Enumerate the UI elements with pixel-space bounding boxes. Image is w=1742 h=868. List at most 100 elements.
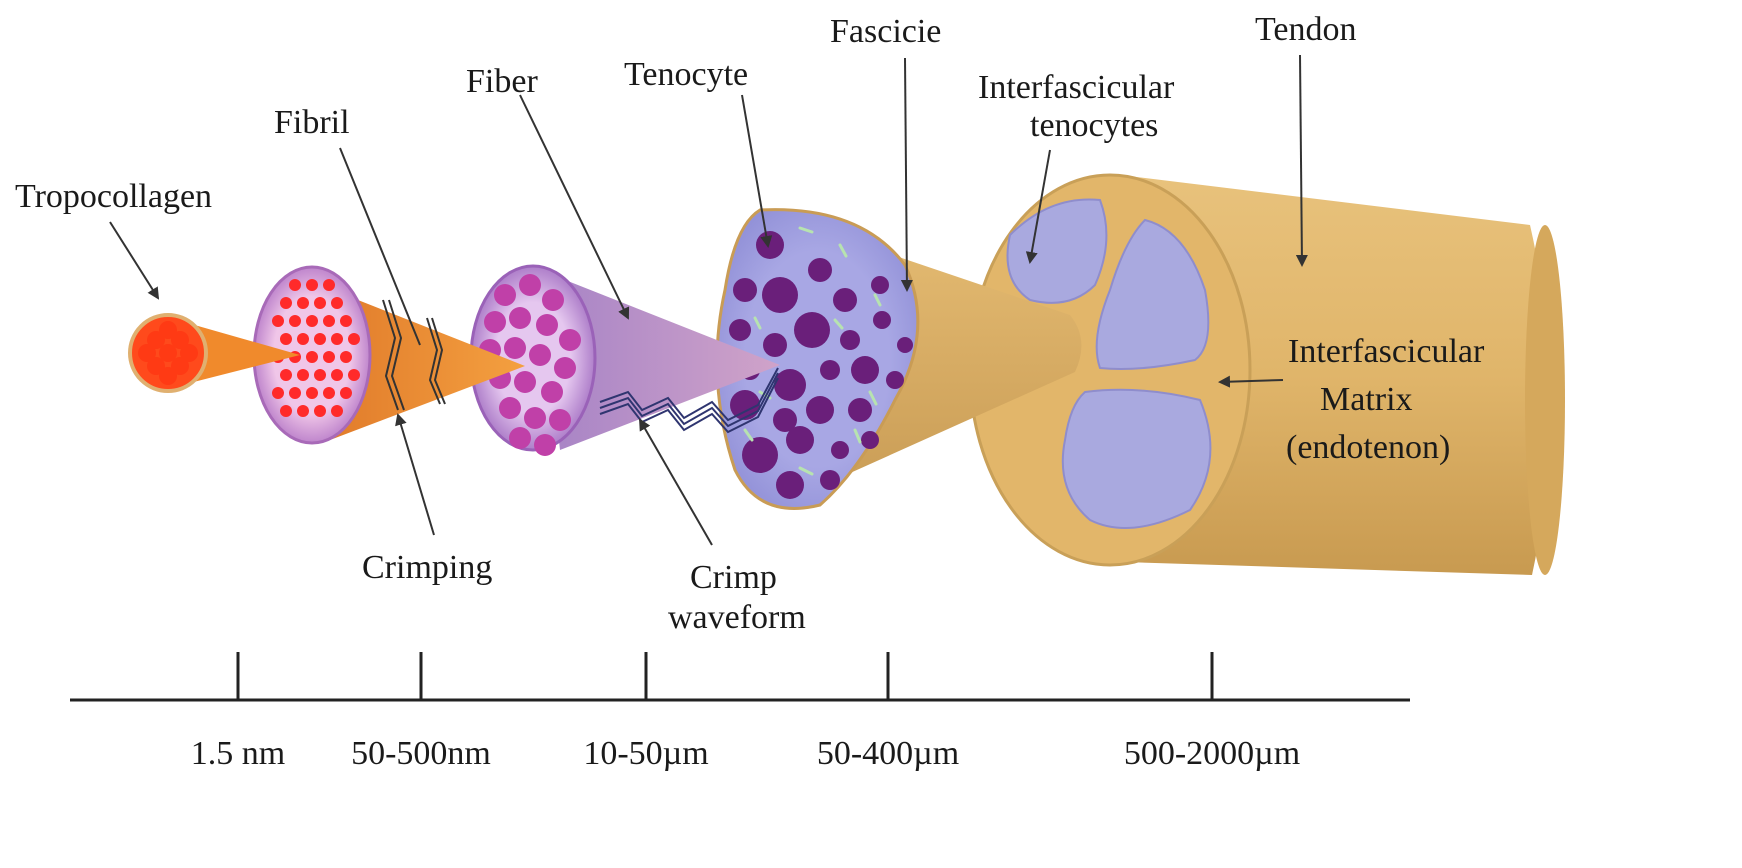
tropocollagen-dot — [159, 321, 177, 339]
fibril-dot — [331, 369, 343, 381]
tropocollagen-dot — [159, 344, 177, 362]
fascicle-dot — [831, 441, 849, 459]
tenocyte-dash — [868, 390, 878, 406]
fiber-dot — [559, 329, 581, 351]
arrow-fiber — [519, 94, 630, 320]
fibril-dot — [297, 369, 309, 381]
scale-label-1: 1.5 nm — [191, 735, 285, 772]
fibril-dot — [272, 315, 284, 327]
fascicle-dot — [897, 337, 913, 353]
fiber-dot — [541, 381, 563, 403]
tropocollagen-dot — [171, 331, 189, 349]
fascicle-dot — [729, 319, 751, 341]
fascicle-dot — [808, 258, 832, 282]
label-matrix-line3: (endotenon) — [1286, 429, 1450, 466]
tendon-fascicle-right — [1095, 218, 1210, 370]
fibril-dot — [280, 297, 292, 309]
label-fiber: Fiber — [466, 63, 538, 100]
label-crimping: Crimping — [362, 549, 492, 586]
fiber-dot — [484, 311, 506, 333]
fibril-dot — [314, 297, 326, 309]
fibril-dot — [297, 297, 309, 309]
fascicle-dot — [861, 431, 879, 449]
label-matrix-line1: Interfascicular — [1288, 333, 1485, 370]
fascicle-dot — [742, 437, 778, 473]
fibril-dot — [297, 333, 309, 345]
tenocyte-dash — [853, 428, 862, 444]
fiber-dot — [554, 357, 576, 379]
tropocollagen-dot — [159, 367, 177, 385]
fascicle-dot — [820, 470, 840, 490]
label-interfascicular-tenocytes-line2: tenocytes — [1030, 107, 1158, 144]
fascicle-dot — [762, 277, 798, 313]
fibril-dot — [331, 297, 343, 309]
label-crimp-waveform-line1: Crimp — [690, 559, 777, 596]
fibril-dot — [297, 405, 309, 417]
fascicle-dot — [773, 408, 797, 432]
fibril-dot — [289, 279, 301, 291]
fascicle-dot — [733, 278, 757, 302]
leader-arrows — [109, 54, 1308, 546]
fibril-dot — [340, 387, 352, 399]
tropocollagen-dots — [138, 321, 198, 385]
fibril-dots — [272, 279, 360, 417]
fascicle-dot — [794, 312, 830, 348]
fibril-dot — [331, 333, 343, 345]
fascicle-dot — [851, 356, 879, 384]
fibril-dot — [306, 315, 318, 327]
tenocyte-dash — [833, 318, 844, 330]
tenocyte-dash — [743, 428, 754, 442]
fibril-dot — [348, 333, 360, 345]
tendon-fascicle-bottom — [1061, 388, 1212, 529]
fiber-dot — [509, 307, 531, 329]
fiber-dot — [524, 407, 546, 429]
scale-label-5: 500-2000µm — [1124, 735, 1300, 772]
fascicle-dot — [886, 371, 904, 389]
label-matrix-line2: Matrix — [1320, 381, 1413, 418]
fibril-dot — [348, 369, 360, 381]
fibril-dot — [280, 369, 292, 381]
tenocyte-dash — [838, 243, 848, 258]
fibril-dot — [289, 387, 301, 399]
arrow-matrix — [1218, 375, 1284, 388]
fascicle-dot — [833, 288, 857, 312]
fibril-dot — [314, 333, 326, 345]
arrow-tropocollagen — [109, 221, 160, 300]
scale-bar: 1.5 nm 50-500nm 10-50µm 50-400µm 500-200… — [70, 652, 1410, 772]
fibril-dot — [323, 387, 335, 399]
label-interfascicular-tenocytes-line1: Interfascicular — [978, 69, 1175, 106]
label-tendon: Tendon — [1255, 11, 1357, 48]
fascicle-dot — [840, 330, 860, 350]
fibril-dot — [340, 315, 352, 327]
arrow-fibril — [339, 147, 421, 346]
tropocollagen-dot — [147, 357, 165, 375]
fiber-dot — [504, 337, 526, 359]
fiber-dot — [536, 314, 558, 336]
fibril-dot — [323, 315, 335, 327]
fibril-dot — [272, 387, 284, 399]
scale-label-3: 10-50µm — [583, 735, 708, 772]
label-tropocollagen: Tropocollagen — [15, 178, 212, 215]
arrow-interfascicular-tenocytes — [1025, 149, 1051, 264]
fibril-dot — [323, 351, 335, 363]
fascicle-dot — [756, 231, 784, 259]
fascicle-dot — [848, 398, 872, 422]
fiber-dot — [514, 371, 536, 393]
tenocyte-dash — [873, 293, 882, 307]
fibril-dot — [280, 405, 292, 417]
scale-label-2: 50-500nm — [351, 735, 491, 772]
tropocollagen-dot — [138, 344, 156, 362]
tendon-fascicle-top-left — [1006, 198, 1108, 304]
fiber-dot — [542, 289, 564, 311]
fascicle-cylinder — [715, 208, 1082, 510]
tenocyte-dash — [753, 316, 762, 330]
tenocyte-dashes — [743, 226, 882, 476]
crimp-waveform-lines — [599, 367, 779, 434]
arrow-tenocyte — [741, 94, 773, 248]
tropocollagen-dot — [171, 357, 189, 375]
fibril-dot — [306, 279, 318, 291]
fiber-dot — [519, 274, 541, 296]
fiber-fibril-dots — [479, 274, 581, 456]
tropocollagen-cylinder — [128, 313, 300, 393]
